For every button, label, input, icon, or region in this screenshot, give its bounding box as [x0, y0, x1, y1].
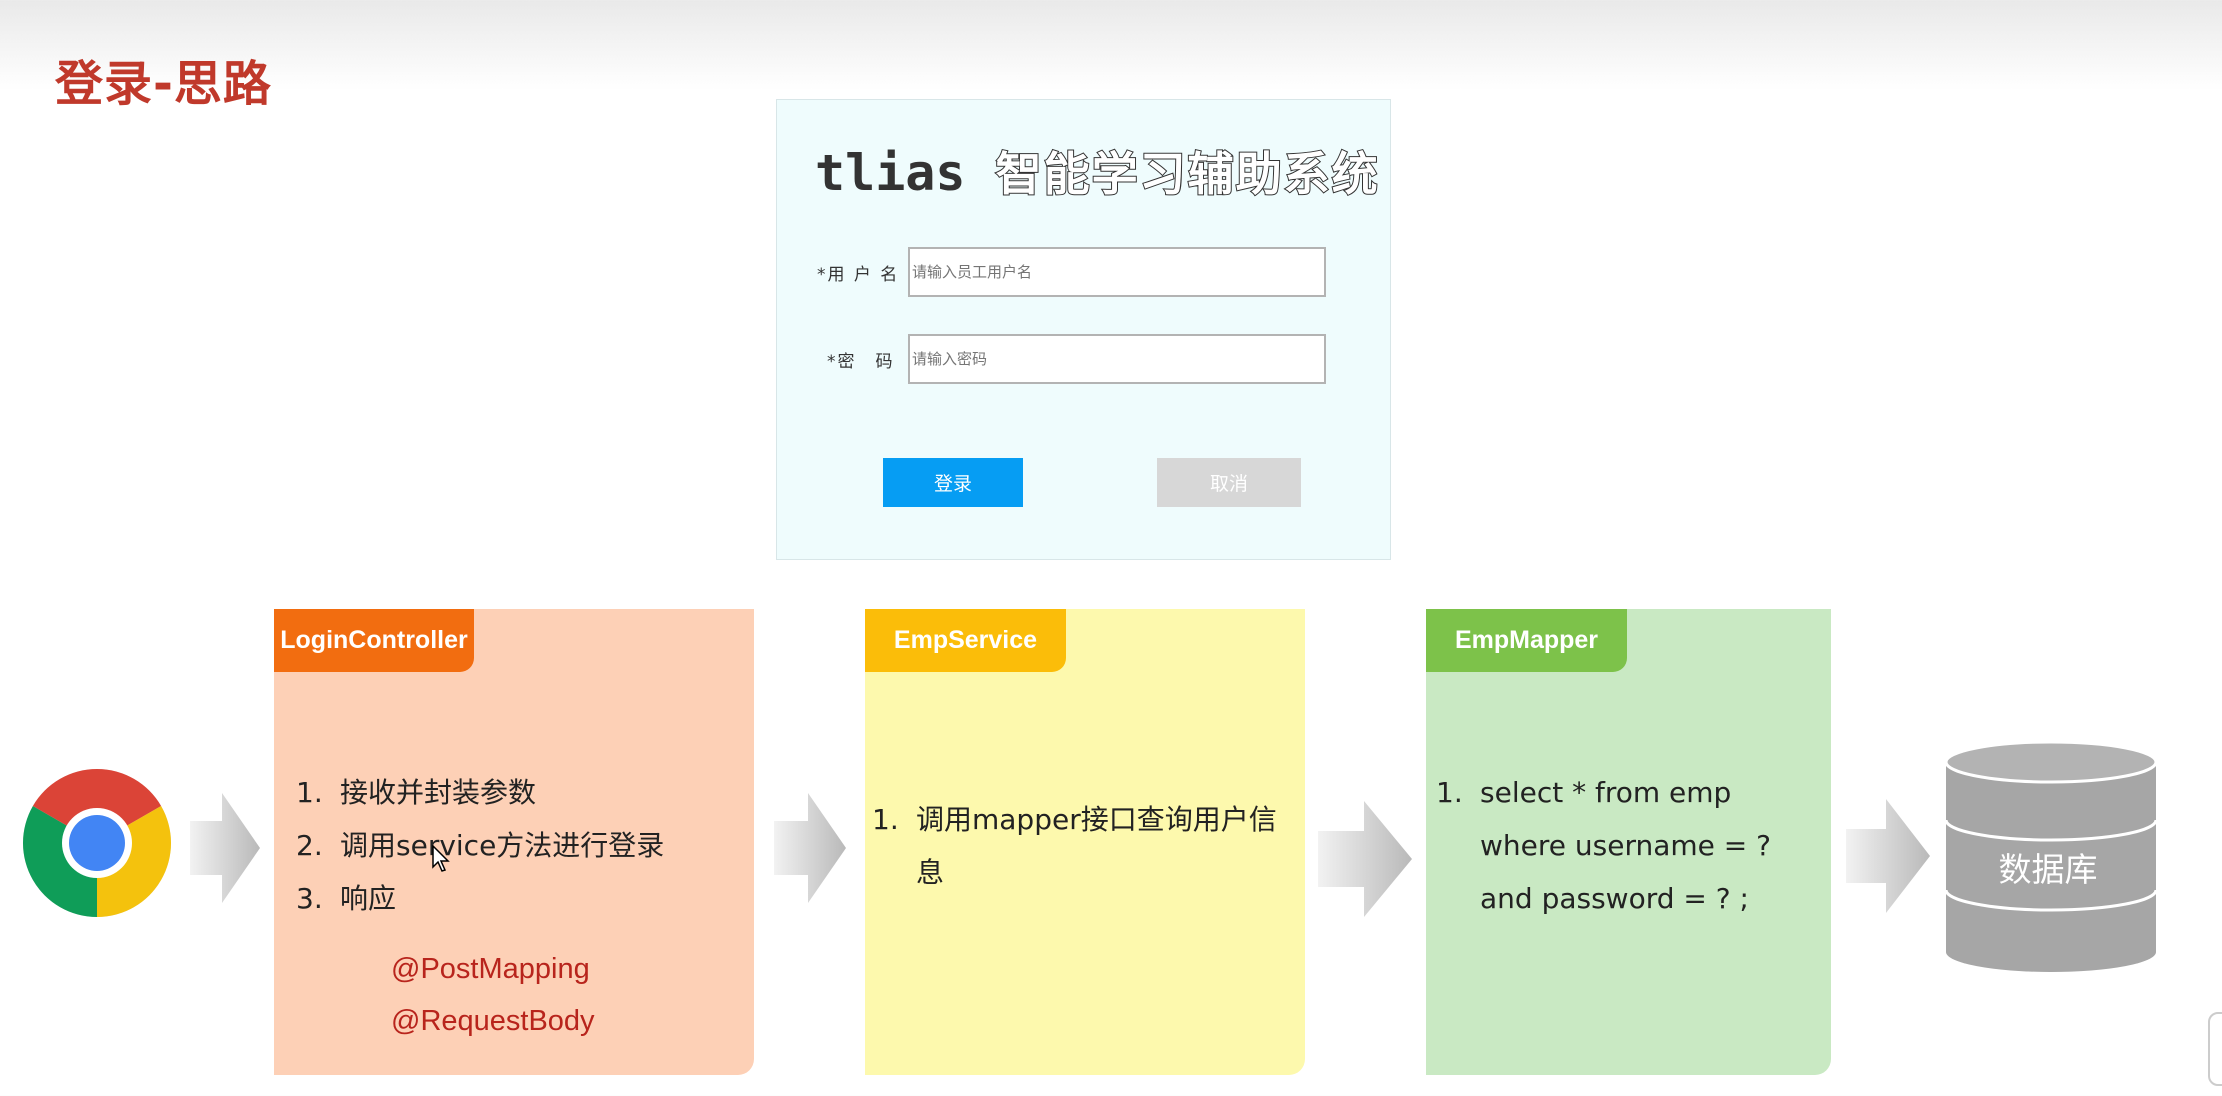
right-arrow-icon	[774, 793, 846, 903]
scroll-handle[interactable]	[2208, 1012, 2222, 1086]
cancel-button[interactable]: 取消	[1157, 458, 1301, 507]
service-card-title: EmpService	[865, 609, 1066, 672]
annotation-requestbody: @RequestBody	[391, 1005, 595, 1037]
password-input[interactable]	[908, 334, 1326, 384]
list-item: 3.响应	[296, 882, 397, 915]
service-card: EmpService 1.调用mapper接口查询用户信息	[865, 609, 1305, 1075]
right-arrow-icon	[1846, 799, 1930, 913]
username-input[interactable]	[908, 247, 1326, 297]
chrome-icon	[22, 769, 172, 917]
login-title-cn: 智能学习辅助系统	[995, 146, 1380, 202]
mapper-steps: 1.select * from emp where username = ? a…	[1436, 766, 1826, 925]
database-label: 数据库	[1998, 850, 2098, 889]
annotation-postmapping: @PostMapping	[391, 953, 590, 985]
list-item: 2.调用service方法进行登录	[296, 829, 665, 862]
controller-card-title: LoginController	[274, 609, 474, 672]
login-title-latin: tlias	[815, 144, 966, 202]
service-steps: 1.调用mapper接口查询用户信息	[872, 793, 1292, 899]
mapper-card: EmpMapper 1.select * from emp where user…	[1426, 609, 1831, 1075]
login-button[interactable]: 登录	[883, 458, 1023, 507]
password-label: *密 码	[827, 352, 895, 372]
login-form-mockup: tlias 智能学习辅助系统 *用 户 名 *密 码 登录 取消	[776, 99, 1391, 560]
mouse-cursor-icon	[432, 845, 450, 872]
list-item: 1.调用mapper接口查询用户信息	[872, 803, 1277, 889]
controller-card: LoginController 1.接收并封装参数 2.调用service方法进…	[274, 609, 754, 1075]
slide-title: 登录-思路	[55, 56, 272, 112]
mapper-card-title: EmpMapper	[1426, 609, 1627, 672]
list-item: 1.接收并封装参数	[296, 776, 537, 809]
database-cylinder-icon	[1944, 740, 2158, 972]
right-arrow-icon	[190, 793, 260, 903]
login-title: tlias 智能学习辅助系统	[815, 138, 1379, 204]
controller-steps: 1.接收并封装参数 2.调用service方法进行登录 3.响应	[296, 766, 664, 925]
list-item: 1.select * from emp where username = ? a…	[1436, 776, 1772, 915]
username-label: *用 户 名	[817, 265, 900, 285]
right-arrow-icon	[1318, 801, 1412, 917]
